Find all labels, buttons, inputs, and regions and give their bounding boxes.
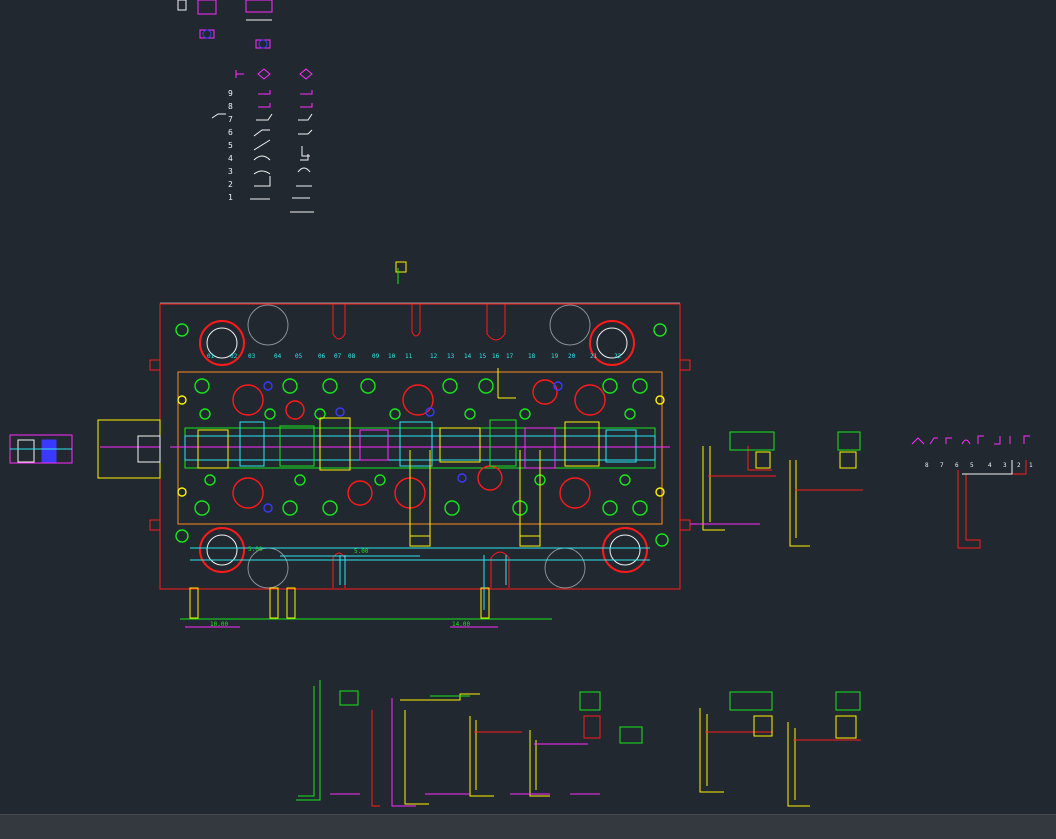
die-hole-pattern: [175, 323, 669, 547]
right-strip-step-label: 6: [955, 462, 959, 469]
station-label: 08: [348, 353, 356, 360]
station-label: 15: [479, 353, 487, 360]
station-label: 02: [230, 353, 238, 360]
right-section-views: [690, 431, 1027, 549]
station-label: 14: [464, 353, 472, 360]
dimension-value: 5.00: [248, 546, 263, 553]
station-labels: 01 02 03 04 05 06 07 08 09 10 11 12 13 1…: [207, 353, 622, 360]
station-label: 07: [334, 353, 342, 360]
right-strip-step-label: 5: [970, 462, 974, 469]
right-strip-step-label: 2: [1017, 462, 1021, 469]
dimension-value: 5.00: [354, 548, 369, 555]
station-label: 17: [506, 353, 514, 360]
right-strip-step-label: 8: [925, 462, 929, 469]
station-label: 04: [274, 353, 282, 360]
right-strip-step-label: 7: [940, 462, 944, 469]
left-section-view: [9, 434, 73, 464]
lower-section-views: [296, 680, 861, 807]
strip-step-label: 4: [228, 154, 233, 163]
right-strip-step-numbers: 8 7 6 5 4 3 2 1: [925, 462, 1033, 469]
right-strip-step-label: 1: [1029, 462, 1033, 469]
station-label: 03: [248, 353, 256, 360]
strip-step-label: 8: [228, 102, 233, 111]
station-label: 19: [551, 353, 559, 360]
right-strip-shapes: [911, 435, 1030, 445]
station-label: 06: [318, 353, 326, 360]
station-label: 01: [207, 353, 215, 360]
strip-step-label: 7: [228, 115, 233, 124]
strip-layout-thumbnails: [177, 0, 314, 213]
station-label: 09: [372, 353, 380, 360]
strip-step-label: 2: [228, 180, 233, 189]
station-label: 18: [528, 353, 536, 360]
strip-step-label: 5: [228, 141, 233, 150]
status-bar: [0, 814, 1056, 839]
station-label: 20: [568, 353, 576, 360]
station-label: 16: [492, 353, 500, 360]
station-label: 11: [405, 353, 413, 360]
station-label: 21: [590, 353, 598, 360]
station-label: 13: [447, 353, 455, 360]
strip-step-label: 3: [228, 167, 233, 176]
strip-step-label: 1: [228, 193, 233, 202]
right-strip-step-label: 3: [1003, 462, 1007, 469]
strip-channel-components: [197, 368, 637, 610]
dimension-texts: 10.00 14.00 5.00 5.00: [210, 546, 470, 628]
station-label: 22: [614, 353, 622, 360]
strip-step-label: 6: [228, 128, 233, 137]
die-plan-view[interactable]: [97, 302, 691, 628]
right-strip-step-label: 4: [988, 462, 992, 469]
station-label: 05: [295, 353, 303, 360]
part-detail-small: [395, 261, 407, 284]
dimension-value: 10.00: [210, 621, 228, 628]
dimension-value: 14.00: [452, 621, 470, 628]
station-label: 12: [430, 353, 438, 360]
strip-step-numbers: 9 8 7 6 5 4 3 2 1: [228, 89, 233, 202]
station-label: 10: [388, 353, 396, 360]
strip-step-label: 9: [228, 89, 233, 98]
